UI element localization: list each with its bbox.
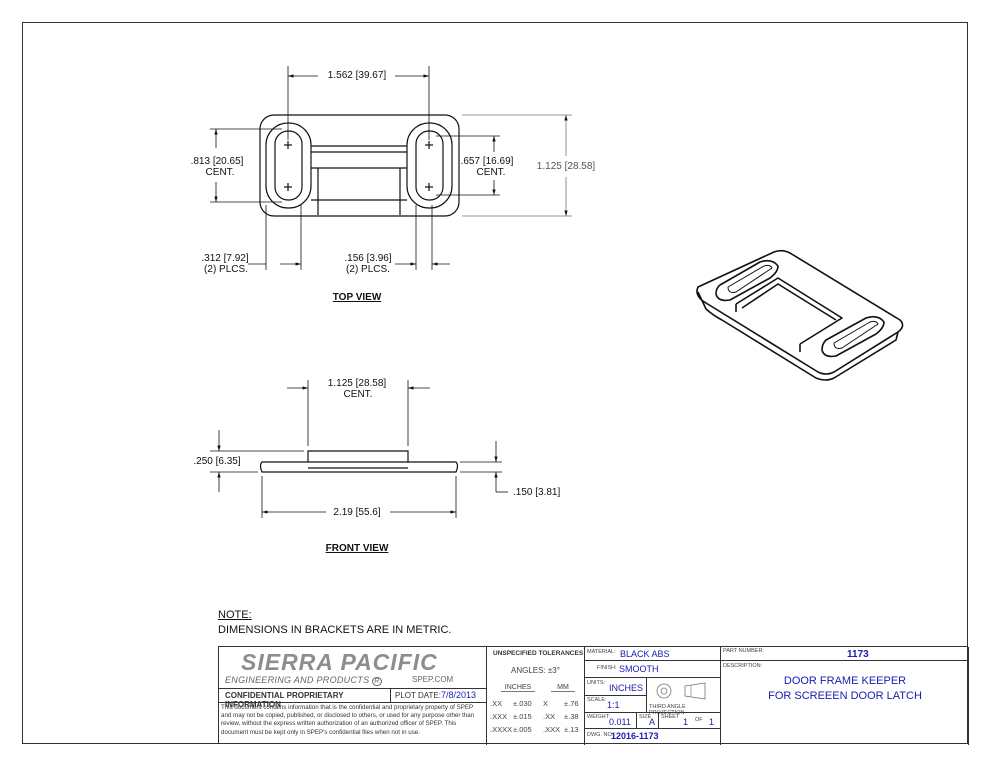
part-number-cell: PART NUMBER: 1173 [721, 647, 969, 661]
finish-cell: FINISH: SMOOTH [585, 661, 721, 678]
dim-front-height: .250 [6.35] [193, 456, 241, 467]
disclaimer-cell: This document contains information that … [219, 703, 487, 745]
dim-front-center: 1.125 [28.58] [327, 378, 387, 389]
dwg-value: 12016-1173 [611, 731, 659, 741]
dim-top-width: 1.562 [39.67] [327, 70, 387, 81]
size-value: A [649, 717, 656, 727]
company-subtitle: ENGINEERING AND PRODUCTS R [225, 675, 382, 686]
dim-right-height: .657 [16.69] [460, 156, 514, 167]
dim-left-height-cent: CENT. [205, 167, 235, 178]
note-label: NOTE: [218, 609, 252, 621]
isometric-view [696, 249, 904, 381]
note-text: DIMENSIONS IN BRACKETS ARE IN METRIC. [218, 624, 452, 636]
description-cell: DESCRIPTION: DOOR FRAME KEEPER FOR SCREE… [721, 661, 969, 745]
scale-value: 1:1 [607, 700, 620, 710]
tolerances-col-b: ±.030±.015±.005 [513, 699, 532, 734]
sheet-value: 1 [683, 717, 689, 727]
units-cell: UNITS: INCHES [585, 678, 647, 696]
title-block: SIERRA PACIFIC ENGINEERING AND PRODUCTS … [218, 646, 969, 745]
tolerances-col-c: X.XX.XXX [543, 699, 561, 734]
tolerances-col-d: ±.76±.38±.13 [564, 699, 579, 734]
plot-date-value: 7/8/2013 [441, 690, 477, 700]
disclaimer-text: This document contains information that … [221, 704, 475, 736]
third-angle-projection-icon [656, 682, 706, 700]
material-cell: MATERIAL: BLACK ABS [585, 647, 721, 661]
description-line-2: FOR SCREEEN DOOR LATCH [768, 690, 922, 702]
weight-cell: WEIGHT: 0.011 [585, 713, 637, 729]
projection-label: THIRD ANGLE PROJECTION [649, 704, 686, 716]
finish-value: SMOOTH [619, 664, 659, 674]
confidential-cell: CONFIDENTIAL PROPRIETARY INFORMATION [219, 689, 391, 709]
scale-cell: SCALE: 1:1 [585, 696, 647, 713]
tolerances-title: UNSPECIFIED TOLERANCES [493, 650, 584, 657]
dim-front-base: .150 [3.81] [513, 487, 561, 498]
dim-slot-width: .312 [7.92] [201, 253, 249, 264]
company-cell: SIERRA PACIFIC ENGINEERING AND PRODUCTS … [219, 647, 487, 689]
company-url: SPEP.COM [412, 675, 454, 684]
size-cell: SIZE A [637, 713, 659, 729]
tolerances-inches-head: INCHES [501, 684, 535, 692]
part-number-value: 1173 [847, 649, 869, 660]
weight-value: 0.011 [609, 717, 631, 727]
confidential-label: CONFIDENTIAL PROPRIETARY INFORMATION [225, 691, 344, 709]
dim-overall-height: 1.125 [28.58] [536, 161, 596, 172]
plot-date-cell: PLOT DATE: 7/8/2013 [391, 689, 487, 703]
dim-slot-inner-plcs: (2) PLCS. [346, 264, 390, 275]
tolerances-cell: UNSPECIFIED TOLERANCES ANGLES: ±3° INCHE… [487, 647, 585, 745]
sheet-cell: SHEET 1 OF 1 [659, 713, 721, 729]
drawing-border [22, 22, 968, 744]
dim-front-length: 2.19 [55.6] [333, 507, 381, 518]
top-view-title: TOP VIEW [332, 292, 382, 303]
tolerances-angles: ANGLES: ±3° [511, 666, 560, 675]
dim-slot-inner: .156 [3.96] [344, 253, 392, 264]
registered-icon: R [372, 677, 382, 686]
dim-left-height: .813 [20.65] [190, 156, 244, 167]
front-view-part [259, 450, 459, 473]
top-view-dimensions [210, 66, 572, 270]
sheet-of-value: 1 [709, 717, 715, 727]
projection-cell: THIRD ANGLE PROJECTION [647, 678, 721, 716]
dim-slot-width-plcs: (2) PLCS. [204, 264, 248, 275]
company-logo: SIERRA PACIFIC [241, 649, 438, 675]
dim-right-height-cent: CENT. [476, 167, 506, 178]
top-view-part [259, 114, 460, 217]
front-view-dimensions [210, 380, 508, 518]
tolerances-col-a: .XX.XXX.XXXX [490, 699, 513, 734]
material-value: BLACK ABS [620, 649, 670, 659]
tolerances-mm-head: MM [551, 684, 575, 692]
dwg-cell: DWG. NO. 12016-1173 [585, 729, 721, 745]
front-view-title: FRONT VIEW [325, 543, 389, 554]
dim-front-center-cent: CENT. [343, 389, 373, 400]
units-value: INCHES [609, 683, 644, 693]
description-line-1: DOOR FRAME KEEPER [783, 675, 907, 687]
plot-date-label: PLOT DATE: [395, 691, 441, 700]
